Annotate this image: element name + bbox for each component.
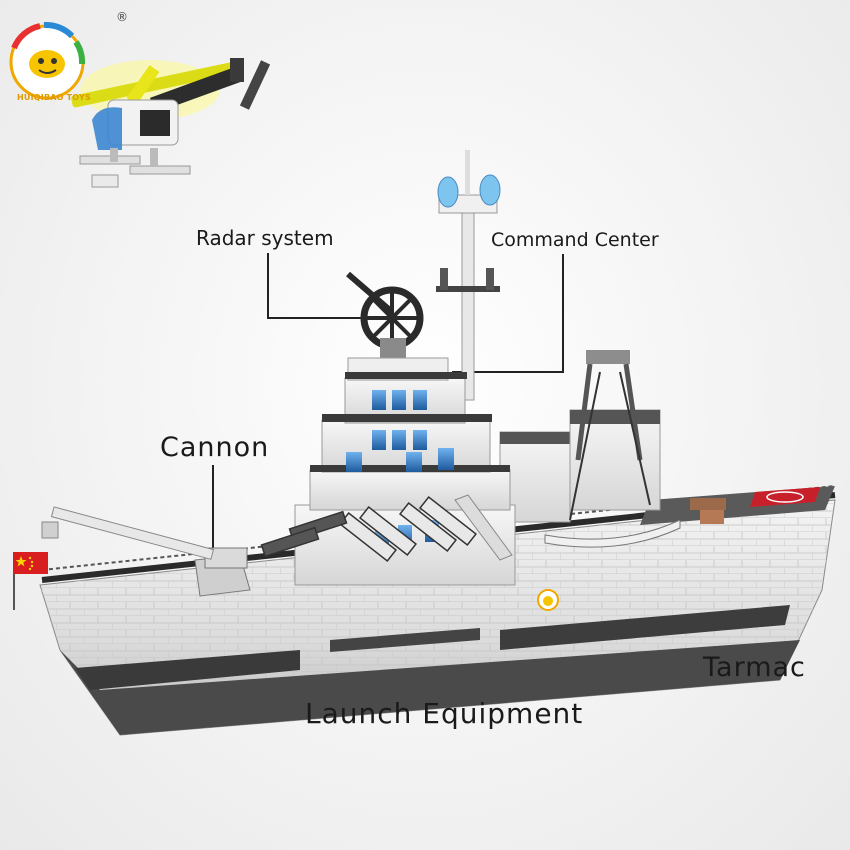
hull-logo (537, 589, 559, 611)
launch-tubes (260, 495, 478, 563)
mast (436, 150, 501, 401)
china-flag (13, 552, 48, 610)
helipad (640, 486, 835, 525)
registered-mark: ® (116, 10, 128, 24)
callout-launch-equipment: Launch Equipment (305, 697, 584, 730)
radar-dish (346, 271, 424, 358)
cannon-turret (41, 506, 251, 597)
callout-tarmac: Tarmac (703, 652, 806, 683)
callout-cannon: Cannon (160, 432, 270, 463)
brand-name: HUIQIBAO TOYS (17, 93, 91, 102)
brand-logo (9, 21, 86, 100)
helicopter-toy (71, 58, 271, 188)
callout-radar-system: Radar system (196, 226, 334, 250)
callout-command-center: Command Center (491, 229, 659, 251)
